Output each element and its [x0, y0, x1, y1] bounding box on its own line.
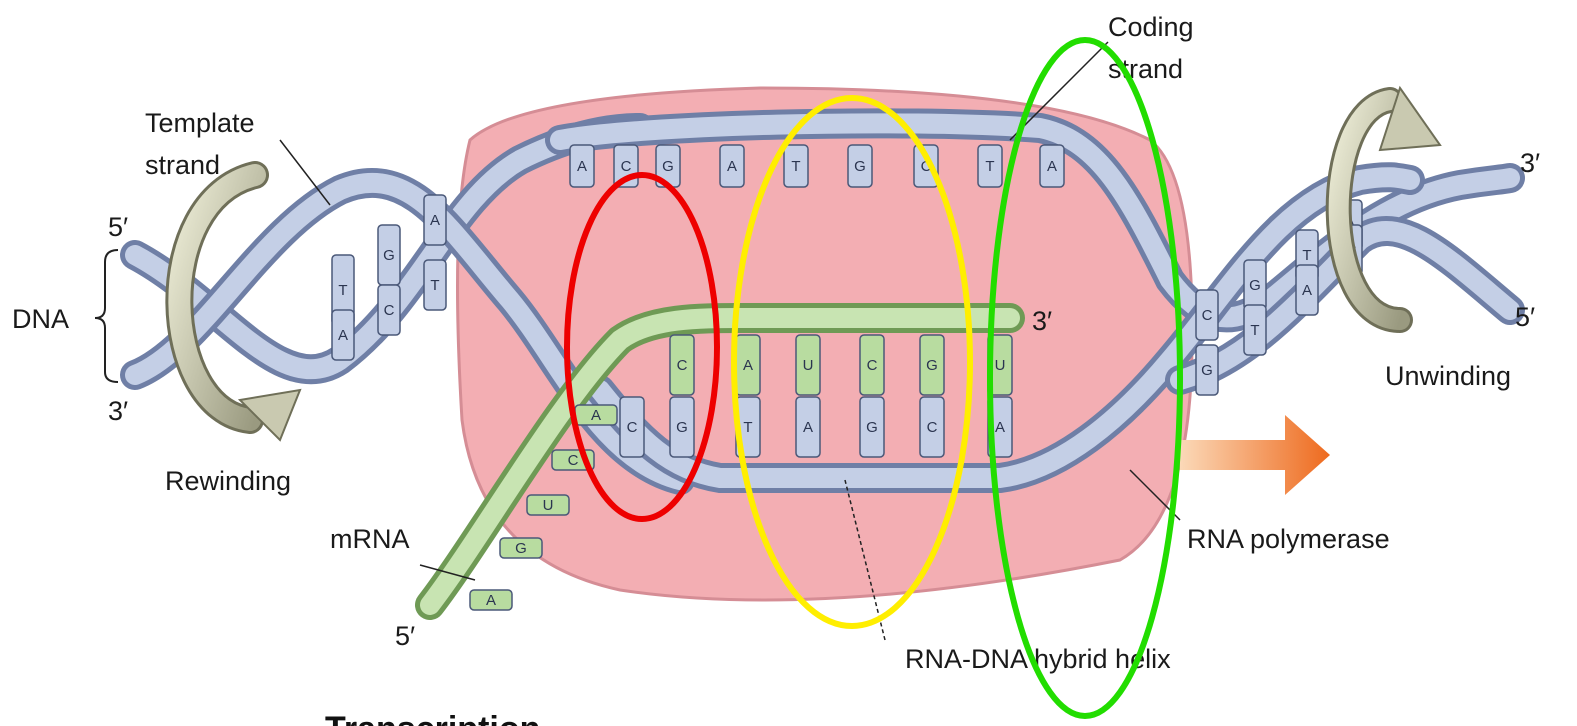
- base-letter: T: [743, 419, 752, 436]
- template-base-g: G: [860, 397, 884, 457]
- right-helix-base-t: T: [1244, 305, 1266, 355]
- label-template: Template: [145, 108, 255, 138]
- base-letter: U: [543, 497, 554, 514]
- base-letter: A: [338, 327, 348, 344]
- right-helix-base-a: A: [1296, 265, 1318, 315]
- base-letter: T: [1302, 247, 1311, 264]
- mrna-tail-base-a: A: [575, 405, 617, 425]
- left-helix-base-a: A: [424, 195, 446, 245]
- base-letter: A: [1047, 158, 1057, 175]
- base-letter: G: [676, 419, 688, 436]
- base-letter: C: [1202, 307, 1213, 324]
- left-helix-base-g: G: [378, 225, 400, 285]
- mrna-tail-base-a: A: [470, 590, 512, 610]
- base-letter: C: [621, 158, 632, 175]
- base-letter: A: [995, 419, 1005, 436]
- title: Transcription: [325, 710, 540, 726]
- label-five-prime-mrna: 5′: [395, 621, 415, 651]
- base-letter: G: [383, 247, 395, 264]
- coding-base-g: G: [848, 145, 872, 187]
- left-helix-base-c: C: [378, 285, 400, 335]
- coding-base-t: T: [978, 145, 1002, 187]
- coding-base-a: A: [1040, 145, 1064, 187]
- label-template-strand: strand: [145, 150, 220, 180]
- left-helix-base-pairs: A G T T C A: [332, 195, 446, 360]
- mrna-tail-base-u: U: [527, 495, 569, 515]
- label-five-prime-right: 5′: [1515, 302, 1535, 332]
- base-letter: T: [1250, 322, 1259, 339]
- mrna-tail-base-g: G: [500, 538, 542, 558]
- base-letter: A: [486, 592, 496, 609]
- rna-base-c: C: [670, 335, 694, 395]
- direction-arrow: [1180, 415, 1330, 495]
- base-letter: T: [430, 277, 439, 294]
- label-five-prime-left: 5′: [108, 212, 128, 242]
- rna-base-u: U: [796, 335, 820, 395]
- right-helix-base-g: G: [1196, 345, 1218, 395]
- base-letter: G: [662, 158, 674, 175]
- base-letter: C: [384, 302, 395, 319]
- template-base-c: C: [920, 397, 944, 457]
- label-rewinding: Rewinding: [165, 466, 291, 496]
- label-three-prime-rna: 3′: [1032, 306, 1052, 336]
- base-letter: T: [338, 282, 347, 299]
- right-helix-base-g: G: [1244, 260, 1266, 310]
- label-three-prime-right-top: 3′: [1520, 148, 1540, 178]
- rna-base-g: G: [920, 335, 944, 395]
- label-dna: DNA: [12, 304, 69, 334]
- right-helix-base-c: C: [1196, 290, 1218, 340]
- base-letter: A: [1302, 282, 1312, 299]
- rna-base-a: A: [736, 335, 760, 395]
- base-letter: C: [568, 452, 579, 469]
- template-base-c: C: [620, 397, 644, 457]
- base-letter: G: [854, 158, 866, 175]
- left-helix-base-a: A: [332, 310, 354, 360]
- base-letter: T: [791, 158, 800, 175]
- template-base-g: G: [670, 397, 694, 457]
- base-letter: G: [515, 540, 527, 557]
- base-letter: A: [727, 158, 737, 175]
- template-base-a: A: [796, 397, 820, 457]
- base-letter: C: [927, 419, 938, 436]
- label-mrna: mRNA: [330, 524, 410, 554]
- base-letter: C: [867, 357, 878, 374]
- coding-base-a: A: [720, 145, 744, 187]
- dna-bracket: [95, 250, 118, 382]
- label-coding: Coding: [1108, 12, 1194, 42]
- base-letter: A: [577, 158, 587, 175]
- coding-base-a: A: [570, 145, 594, 187]
- base-letter: G: [926, 357, 938, 374]
- coding-base-t: T: [784, 145, 808, 187]
- base-letter: C: [627, 419, 638, 436]
- base-letter: A: [591, 407, 601, 424]
- label-rna-polymerase: RNA polymerase: [1187, 524, 1390, 554]
- label-unwinding: Unwinding: [1385, 361, 1511, 391]
- base-letter: A: [743, 357, 753, 374]
- base-letter: A: [803, 419, 813, 436]
- base-letter: U: [995, 357, 1006, 374]
- base-letter: C: [677, 357, 688, 374]
- base-letter: T: [985, 158, 994, 175]
- left-helix-base-t: T: [424, 260, 446, 310]
- label-three-prime-left: 3′: [108, 396, 128, 426]
- base-letter: G: [866, 419, 878, 436]
- rna-base-c: C: [860, 335, 884, 395]
- base-letter: U: [803, 357, 814, 374]
- base-letter: G: [1201, 362, 1213, 379]
- base-letter: A: [430, 212, 440, 229]
- base-letter: G: [1249, 277, 1261, 294]
